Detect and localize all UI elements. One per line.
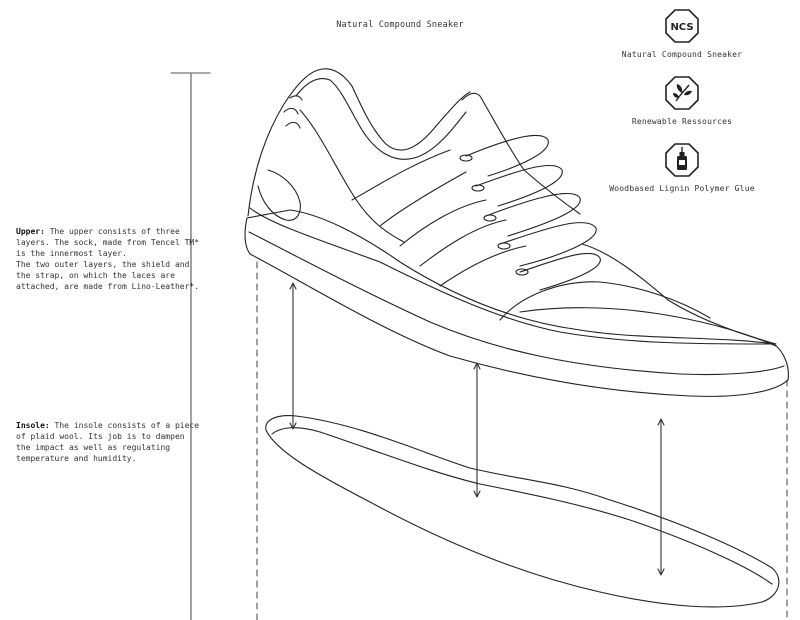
- heel-counter: [257, 169, 301, 221]
- leaf-icon: [665, 76, 699, 110]
- laces: [351, 134, 601, 291]
- sole-outline: [244, 209, 789, 397]
- badge-glue-label: Woodbased Lignin Polymer Glue: [609, 184, 755, 193]
- insole-description: The insole consists of a piece of plaid …: [16, 421, 200, 463]
- badge-ncs: NCS Natural Compound Sneaker: [600, 8, 764, 75]
- badge-glue: Woodbased Lignin Polymer Glue: [600, 142, 764, 209]
- ncs-logo-text: NCS: [670, 22, 693, 33]
- insole-outline: [265, 415, 780, 608]
- insole-term: Insole:: [16, 421, 50, 430]
- toe-front: [581, 243, 777, 345]
- heel-outline: [247, 68, 471, 217]
- heel-tab: [283, 95, 303, 129]
- feature-badges: NCS Natural Compound Sneaker Renewable R…: [600, 8, 764, 209]
- upper-description: The upper consists of three layers. The …: [16, 227, 200, 291]
- upper-annotation: Upper: The upper consists of three layer…: [16, 226, 201, 292]
- eyelets: [459, 154, 529, 276]
- ncs-logo-icon: NCS: [665, 9, 699, 43]
- vamp-panel: [499, 281, 711, 321]
- quarter-panel: [299, 109, 405, 243]
- insole-annotation: Insole: The insole consists of a piece o…: [16, 420, 201, 464]
- badge-renewable: Renewable Ressources: [600, 75, 764, 142]
- sneaker-upper: [244, 68, 789, 397]
- collar-inner: [295, 78, 467, 160]
- sole-mid-line: [248, 231, 785, 376]
- page-title: Natural Compound Sneaker: [336, 20, 464, 30]
- badge-ncs-label: Natural Compound Sneaker: [621, 50, 743, 59]
- explode-arrows: [289, 282, 665, 576]
- sole-top-line: [249, 207, 775, 345]
- insole-drawing: [265, 415, 780, 608]
- insole-inner: [271, 427, 773, 585]
- tongue: [461, 92, 581, 215]
- upper-term: Upper:: [16, 227, 45, 236]
- badge-renewable-label: Renewable Ressources: [631, 117, 733, 126]
- glue-bottle-icon: [665, 143, 699, 177]
